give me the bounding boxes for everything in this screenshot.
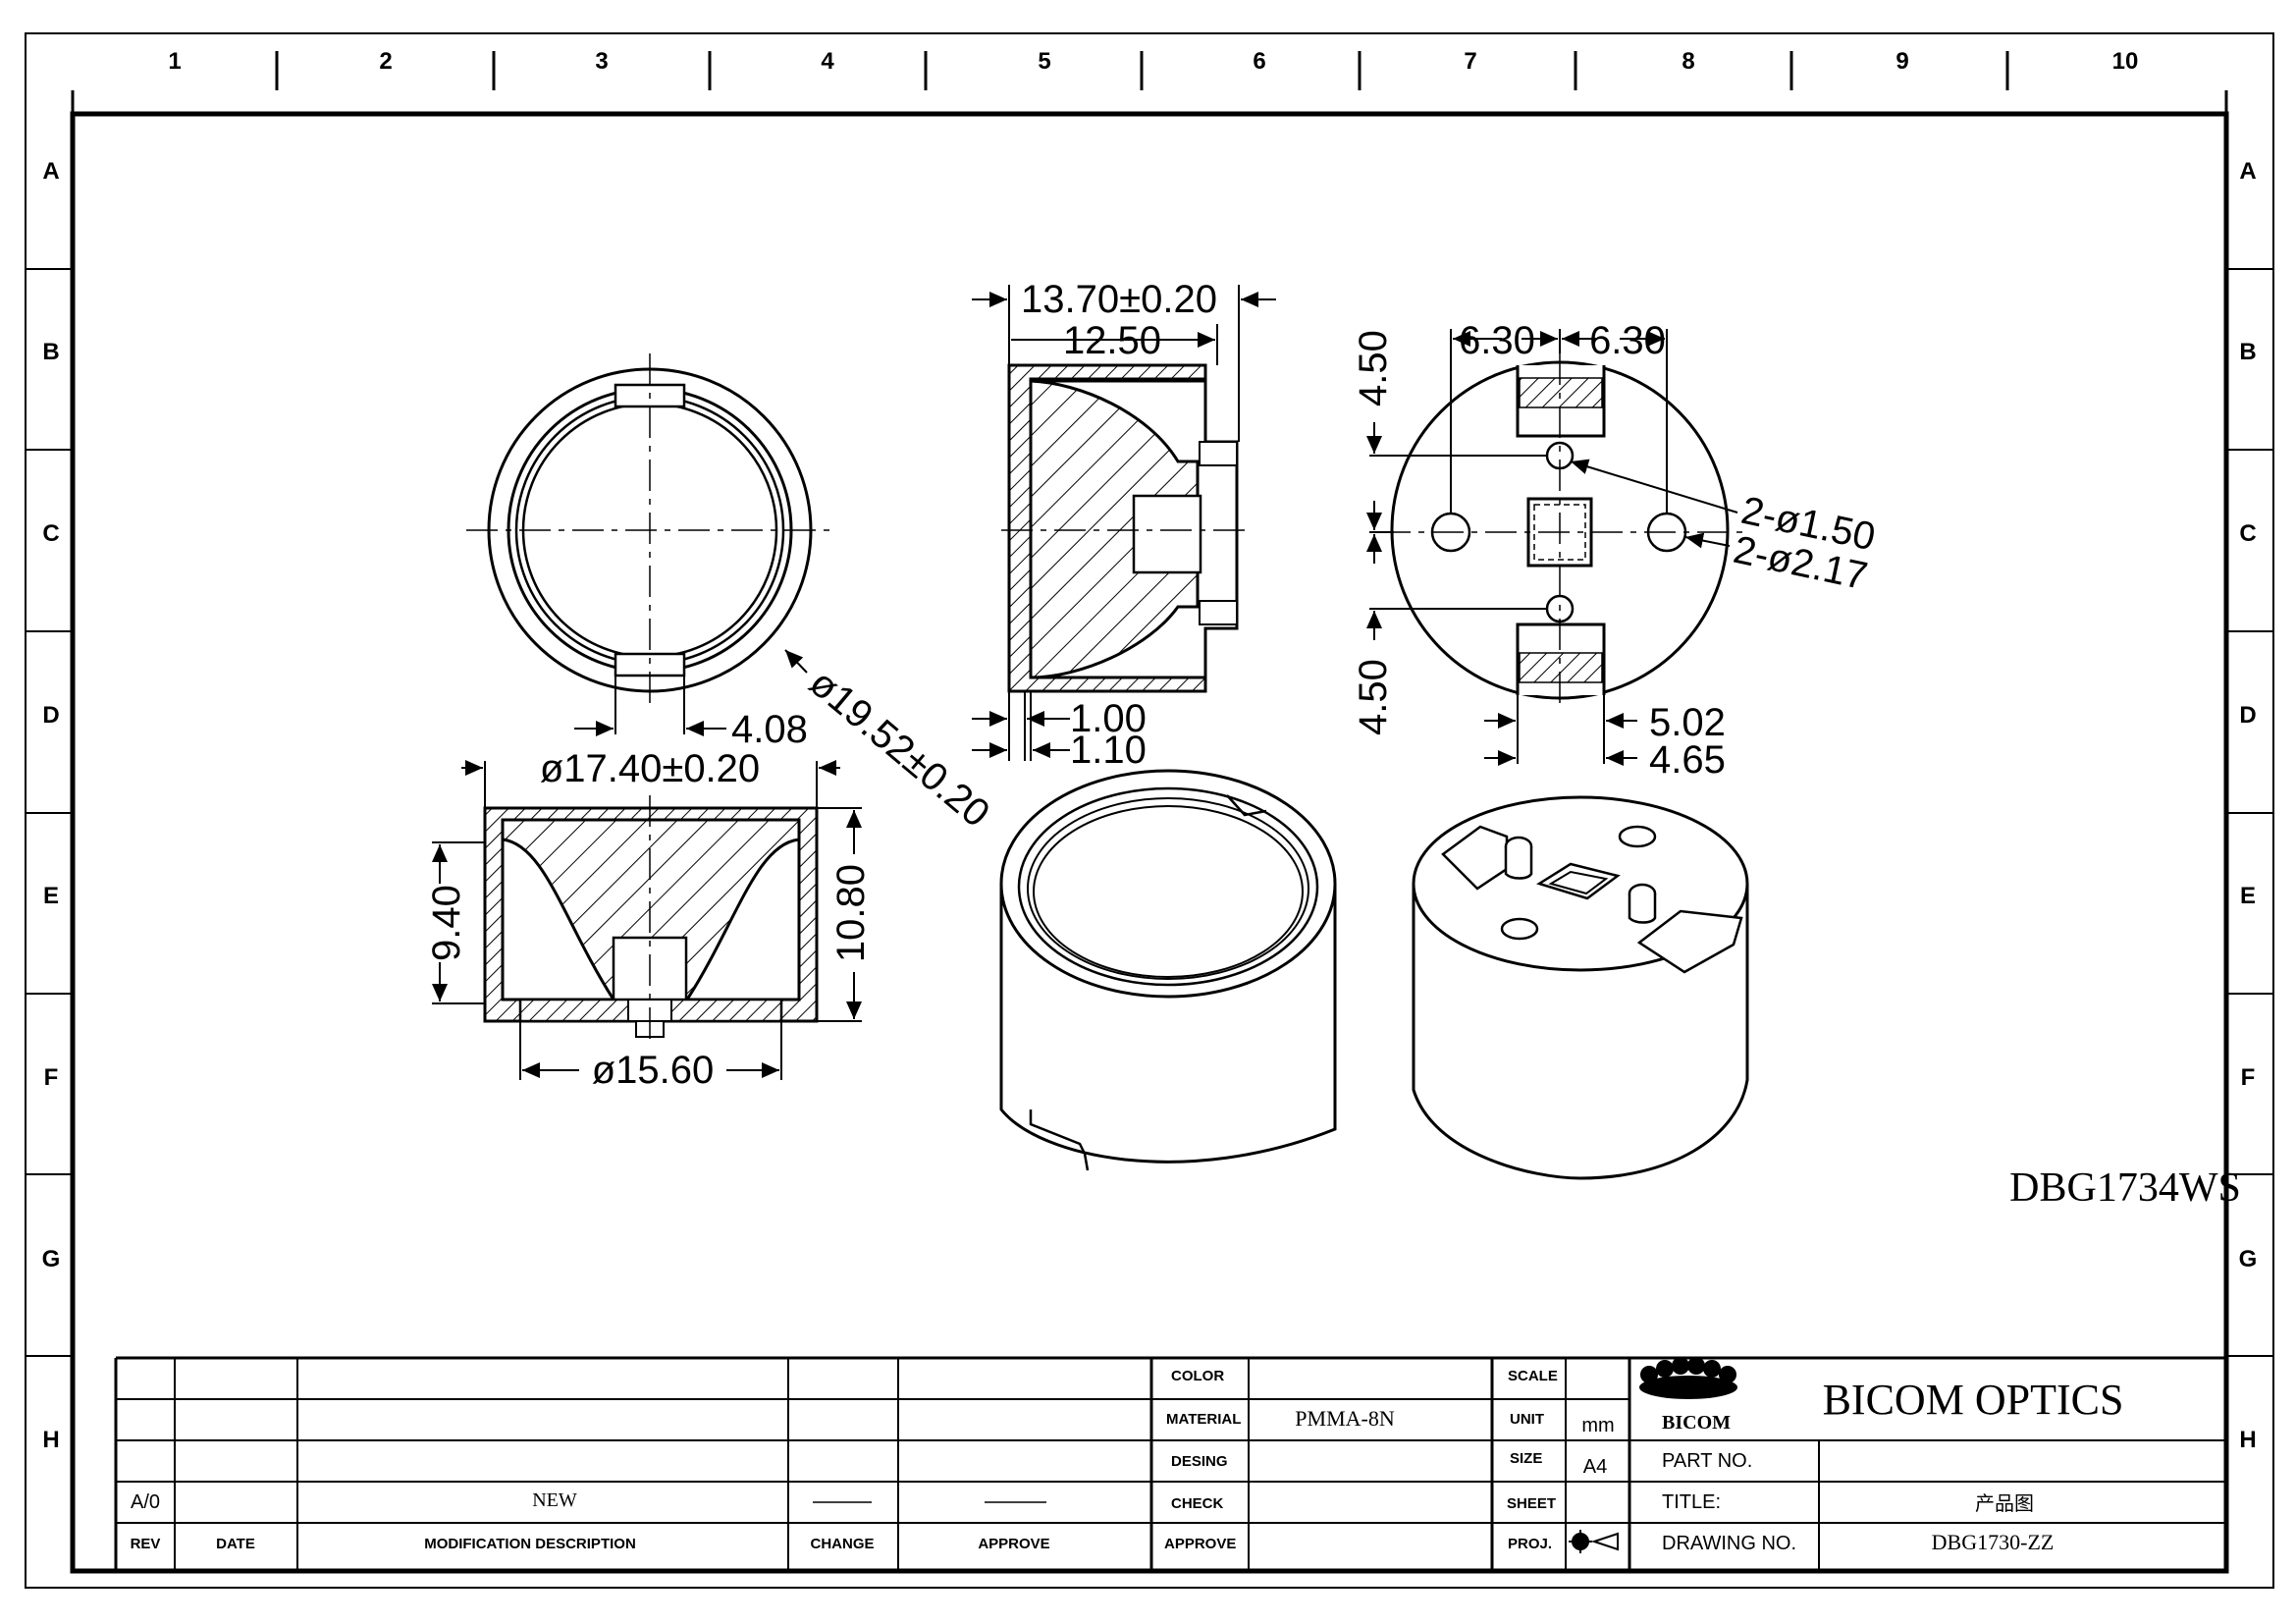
zone-row-d-left: D bbox=[42, 702, 59, 729]
zone-row-b-right: B bbox=[2239, 339, 2256, 365]
section-view-bottom bbox=[432, 760, 862, 1080]
dim-notch-width: 4.08 bbox=[731, 708, 808, 751]
dim-wall-2: 1.10 bbox=[1070, 729, 1147, 772]
drawing-no-value: DBG1730-ZZ bbox=[1932, 1530, 2055, 1554]
zone-col-5: 5 bbox=[1038, 48, 1050, 75]
zone-col-4: 4 bbox=[821, 48, 834, 75]
dim-slot-width-a: 5.02 bbox=[1649, 701, 1726, 744]
side-section-view bbox=[972, 285, 1276, 761]
zone-col-1: 1 bbox=[168, 48, 181, 75]
size-label: SIZE bbox=[1510, 1450, 1542, 1467]
change-header: CHANGE bbox=[810, 1536, 874, 1552]
approve-header: APPROVE bbox=[978, 1536, 1049, 1552]
dim-inner-width: 12.50 bbox=[1063, 319, 1161, 362]
unit-label: UNIT bbox=[1510, 1411, 1544, 1428]
projection-symbol-icon bbox=[1569, 1530, 1619, 1553]
dim-hole-spacing-left: 6.30 bbox=[1459, 319, 1535, 362]
check-label: CHECK bbox=[1171, 1495, 1224, 1512]
bottom-view bbox=[1366, 329, 1742, 766]
date-header: DATE bbox=[216, 1536, 255, 1552]
zone-row-f-left: F bbox=[44, 1064, 59, 1091]
modification-header: MODIFICATION DESCRIPTION bbox=[424, 1536, 636, 1552]
zone-row-e-left: E bbox=[43, 883, 59, 909]
zone-row-a-left: A bbox=[42, 158, 59, 185]
zone-col-2: 2 bbox=[379, 48, 392, 75]
dim-height-outer: 10.80 bbox=[829, 864, 873, 962]
zone-row-g-left: G bbox=[42, 1246, 61, 1272]
dim-wall-1: 1.00 bbox=[1070, 697, 1147, 740]
zone-row-e-right: E bbox=[2240, 883, 2256, 909]
color-label: COLOR bbox=[1171, 1368, 1224, 1384]
dim-height-inner: 9.40 bbox=[425, 885, 468, 961]
scale-label: SCALE bbox=[1508, 1368, 1558, 1384]
zone-row-a-right: A bbox=[2239, 158, 2256, 185]
zone-row-c-left: C bbox=[42, 520, 59, 547]
rev-header: REV bbox=[131, 1536, 161, 1552]
dim-slot-width-b: 4.65 bbox=[1649, 738, 1726, 782]
material-label: MATERIAL bbox=[1166, 1411, 1241, 1428]
title-label: TITLE: bbox=[1662, 1491, 1721, 1513]
zone-col-8: 8 bbox=[1682, 48, 1694, 75]
bicom-logo-mark bbox=[1639, 1357, 1737, 1399]
zone-row-h-left: H bbox=[42, 1427, 59, 1453]
zone-col-6: 6 bbox=[1253, 48, 1265, 75]
dim-inner-diameter: ø17.40±0.20 bbox=[540, 747, 760, 790]
zone-row-h-right: H bbox=[2239, 1427, 2256, 1453]
material-value: PMMA-8N bbox=[1295, 1406, 1395, 1431]
modification-value: NEW bbox=[532, 1489, 577, 1511]
title-value: 产品图 bbox=[1975, 1492, 2034, 1515]
front-view bbox=[466, 353, 834, 736]
dim-hole-spacing-right: 6.30 bbox=[1589, 319, 1666, 362]
column-ticks bbox=[71, 51, 2228, 114]
zone-row-g-right: G bbox=[2239, 1246, 2258, 1272]
part-no-label: PART NO. bbox=[1662, 1450, 1752, 1472]
zone-row-b-left: B bbox=[42, 339, 59, 365]
proj-label: PROJ. bbox=[1508, 1536, 1552, 1552]
dim-top-offset: 4.50 bbox=[1352, 330, 1395, 406]
model-code: DBG1734WS bbox=[2009, 1165, 2241, 1211]
title-block-grid bbox=[114, 1356, 2226, 1571]
dim-bottom-offset: 4.50 bbox=[1352, 659, 1395, 735]
zone-row-f-right: F bbox=[2241, 1064, 2256, 1091]
zone-labels: 1 2 3 4 5 6 7 8 9 10 A B C D E F G H A B… bbox=[42, 48, 2258, 1453]
zone-col-7: 7 bbox=[1464, 48, 1476, 75]
unit-value: mm bbox=[1581, 1415, 1614, 1436]
rev-value: A/0 bbox=[131, 1491, 160, 1513]
zone-row-c-right: C bbox=[2239, 520, 2256, 547]
sheet-label: SHEET bbox=[1507, 1495, 1556, 1512]
drawing-frame bbox=[25, 32, 2274, 1589]
zone-col-9: 9 bbox=[1896, 48, 1908, 75]
drawing-no-label: DRAWING NO. bbox=[1662, 1533, 1796, 1554]
company-name: BICOM OPTICS bbox=[1823, 1376, 2124, 1424]
zone-col-10: 10 bbox=[2112, 48, 2139, 75]
dim-outer-diameter: ø19.52±0.20 bbox=[801, 661, 997, 836]
logo-text: BICOM bbox=[1662, 1412, 1731, 1434]
zone-row-d-right: D bbox=[2239, 702, 2256, 729]
size-value: A4 bbox=[1583, 1456, 1607, 1478]
dim-base-diameter: ø15.60 bbox=[592, 1049, 715, 1092]
dim-overall-width: 13.70±0.20 bbox=[1021, 278, 1217, 321]
isometric-top bbox=[999, 769, 1337, 1171]
approve-label: APPROVE bbox=[1164, 1536, 1236, 1552]
row-ticks bbox=[26, 268, 2273, 1357]
zone-col-3: 3 bbox=[595, 48, 608, 75]
isometric-bottom bbox=[1412, 795, 1749, 1180]
design-label: DESING bbox=[1171, 1453, 1228, 1470]
